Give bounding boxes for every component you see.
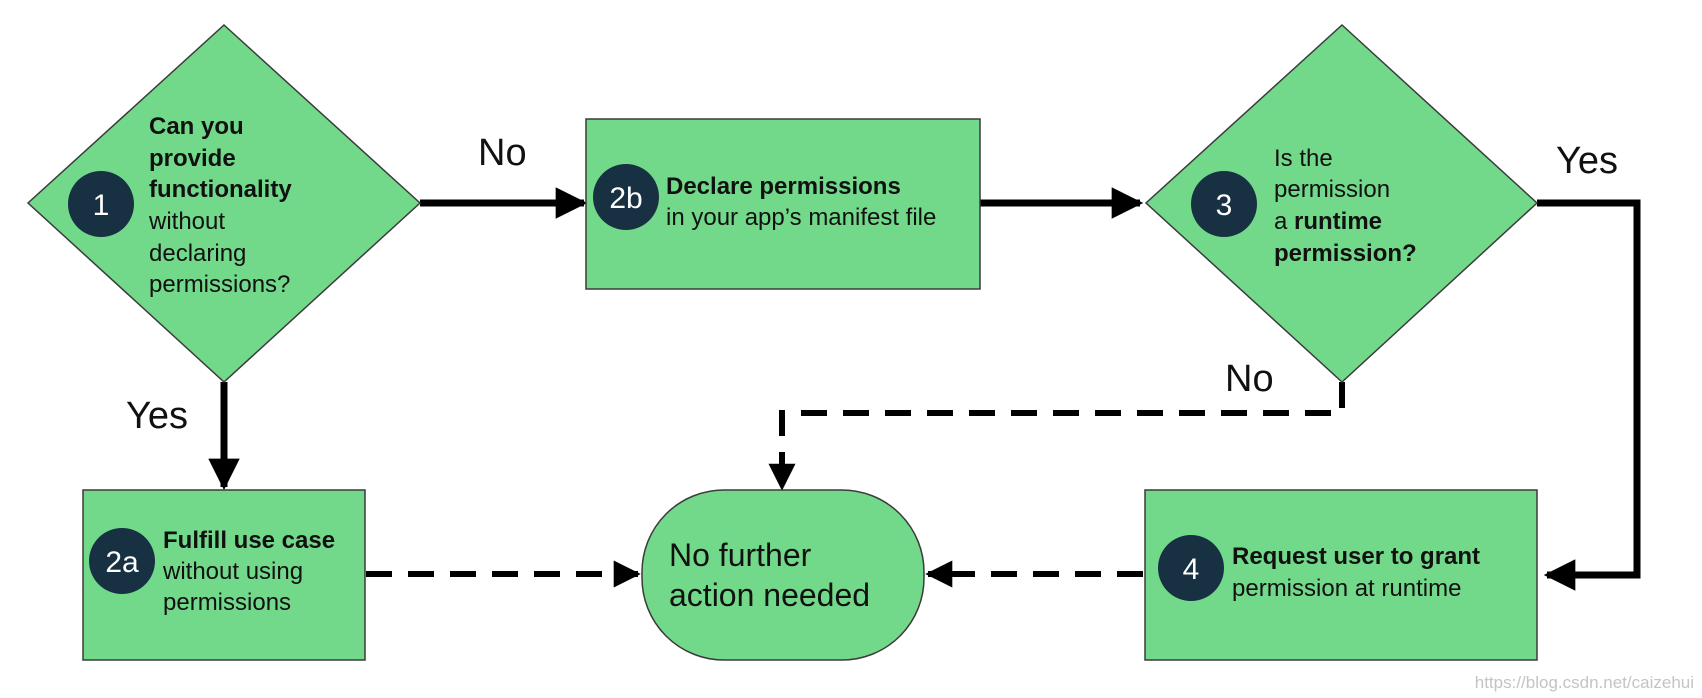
step-2b: 2b Declare permissions in your app’s man…: [585, 118, 981, 290]
connectors: [208, 187, 1641, 591]
step-2a-title: Fulfill use case: [163, 527, 335, 554]
terminal-end-line-1: No further: [669, 537, 812, 573]
decision-3-line-3: a runtime: [1274, 208, 1382, 235]
step-4-subtitle: permission at runtime: [1232, 575, 1461, 602]
terminal-end: No further action needed: [641, 489, 925, 661]
step-2a-line-3: permissions: [163, 589, 291, 616]
decision-1-bold-line-1: Can you: [149, 113, 244, 140]
decision-3-line-1: Is the: [1274, 145, 1333, 172]
decision-1-bold-line-3: functionality: [149, 176, 292, 203]
decision-1-shape: [26, 23, 422, 384]
decision-3-shape: [1144, 23, 1539, 384]
badge-1-label: 1: [93, 189, 110, 222]
badge-2a-label: 2a: [105, 546, 139, 579]
label-q1-yes: Yes: [126, 395, 188, 437]
step-2a-line-2: without using: [162, 558, 303, 585]
badge-2a: [89, 528, 155, 594]
edge-q3-to-4: [1537, 199, 1641, 591]
edge-q3-to-end: [768, 382, 1345, 491]
decision-3: 3 Is the permission a runtime permission…: [1144, 23, 1539, 384]
decision-3-line-3-prefix: a: [1274, 208, 1294, 235]
decision-3-line-3-bold: runtime: [1294, 208, 1382, 235]
decision-1-line-5: declaring: [149, 240, 246, 267]
badge-1: [68, 171, 134, 237]
step-2b-shape: [585, 118, 981, 290]
watermark-url: https://blog.csdn.net/caizehui: [1475, 673, 1694, 692]
step-2a: 2a Fulfill use case without using permis…: [82, 489, 366, 661]
decision-3-line-4: permission?: [1274, 240, 1417, 267]
step-2b-subtitle: in your app’s manifest file: [666, 204, 936, 231]
terminal-end-shape: [641, 489, 925, 661]
decision-1-bold-line-2: provide: [149, 145, 236, 172]
terminal-end-line-2: action needed: [669, 577, 870, 613]
badge-3: [1191, 171, 1257, 237]
decision-1-line-6: permissions?: [149, 271, 290, 298]
badge-2b-label: 2b: [609, 182, 642, 215]
badge-2b: [593, 164, 659, 230]
label-q1-no: No: [478, 132, 527, 174]
label-q3-no: No: [1225, 358, 1274, 400]
step-4-title: Request user to grant: [1232, 543, 1480, 570]
badge-4-label: 4: [1183, 553, 1200, 586]
step-2b-title: Declare permissions: [666, 173, 901, 200]
decision-1: 1 Can you provide functionality without …: [26, 23, 422, 384]
decision-3-line-2: permission: [1274, 176, 1390, 203]
decision-1-line-4: without: [148, 208, 225, 235]
step-4: 4 Request user to grant permission at ru…: [1144, 489, 1538, 661]
label-q3-yes: Yes: [1556, 140, 1618, 182]
badge-3-label: 3: [1216, 189, 1233, 222]
badge-4: [1158, 535, 1224, 601]
